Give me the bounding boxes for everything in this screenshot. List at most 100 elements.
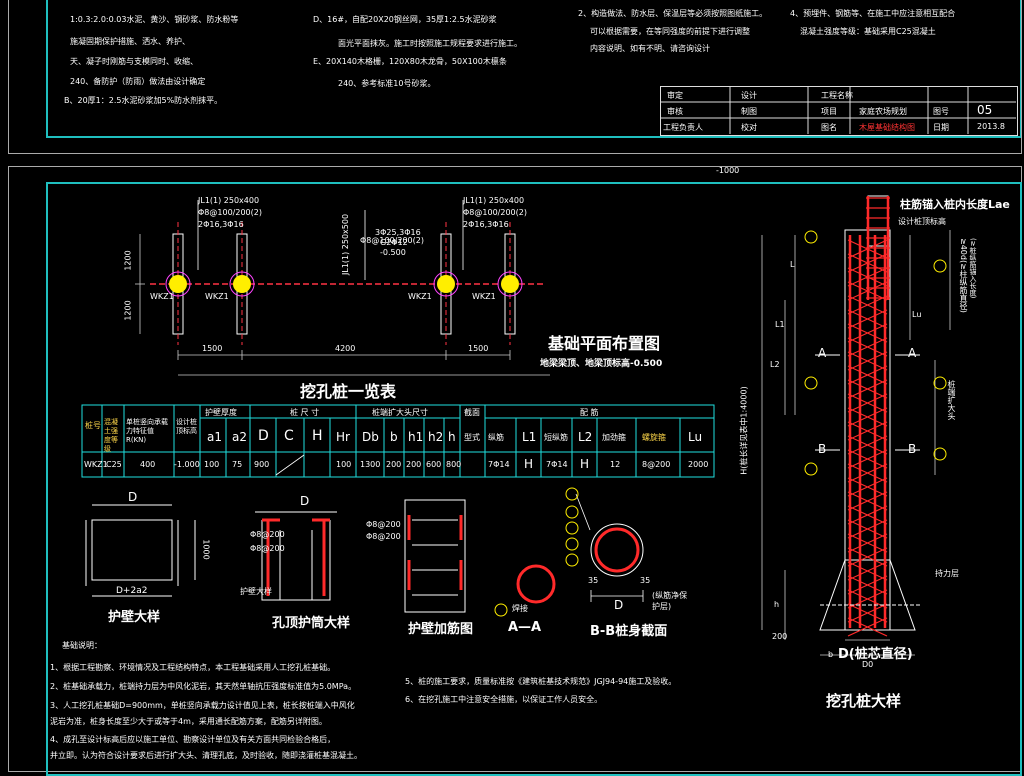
pile-bottom-label: D(桩芯直径) [838,647,913,662]
hubi-title: 护壁大样 [108,610,161,625]
pile-side-dim: L2 [770,360,780,369]
note-line: 3、人工挖孔桩基础D=900mm，单桩竖向承载力设计值见上表，桩长按桩端入中风化 [50,701,355,710]
pile-detail-title: 挖孔桩大样 [826,692,902,710]
jiajin-title: 护壁加筋图 [408,622,474,637]
beam-label: JL1(1) 250x400 [463,196,525,205]
pile-side-dim: L1 [775,320,785,329]
spiral-stirrup [847,533,888,553]
table-cell: 1300 [360,460,381,469]
top-col3-line: 内容说明、如有不明、请咨询设计 [590,44,710,53]
jiajin-rebar [407,515,463,590]
beam-mid-label: -0.500 [380,248,406,257]
spiral-stirrup [847,239,888,259]
beam-mid-label: JL1(1) 250x500 [341,213,350,275]
spiral-stirrup [847,561,888,581]
table-header: 设计桩顶标高 [176,418,197,435]
pile-marker [169,275,187,293]
plan-dim: 1500 [468,344,489,353]
table-cell: 100 [204,460,220,469]
pile-length-dim: H(桩长详见表中1:4000) [739,386,749,475]
spiral-stirrup [847,407,888,427]
tb-cell: 日期 [933,123,949,132]
pile-side-dim: Lu [912,310,922,319]
table-header: a2 [232,430,247,444]
table-cell: C25 [106,460,122,469]
spiral-stirrups [847,197,890,637]
table-header: H [312,428,323,444]
note-line: 4、成孔至设计标高后应以施工单位、勘察设计单位及有关方面共同检验合格后， [50,735,336,744]
plan-piles [165,271,523,297]
spiral-stirrup [847,505,888,525]
table-cell: 600 [426,460,442,469]
beam-mid-label: 3Φ25,3Φ16 [375,228,421,237]
tb-cell: 图名 [821,123,837,132]
spiral-stirrup [847,603,888,623]
pile-bottom-label: D0 [862,660,874,669]
kongding-rebar [262,518,330,596]
pile-top-dim: -1000 [716,166,740,175]
top-col4-line: 4、预埋件、钢筋等、在施工中应注意相互配合 [790,9,956,18]
table-header: 桩号 [85,421,101,430]
table-cell: 200 [406,460,422,469]
tb-cell: 工程名称 [821,91,853,100]
hubi-dim: D+2a2 [116,586,148,596]
tb-cell: 项目 [821,107,837,116]
spiral-stirrup [847,337,888,357]
pile-right-label: (≥桩纵筋锚入长度) [969,238,977,299]
spiral-stirrup [847,393,888,413]
plan-title: 基础平面布置图 [548,334,661,353]
bb-outer [590,523,644,577]
top-col2-line: 240、参考标准10号砂浆。 [338,79,436,88]
top-col2-line: 面光平面抹灰。施工时按照施工规程要求进行施工。 [338,39,522,48]
tb-cell: 制图 [741,107,757,116]
aa-mark [494,603,508,617]
pile-circle-marks [804,230,947,476]
pile-bottom-label: 200 [772,632,788,641]
table-header: 单桩竖向承载力特征值R(KN) [126,418,168,444]
notes-header: 基础说明： [62,641,102,650]
table-cell: 2000 [688,460,709,469]
bb-marks [565,487,579,567]
hubi-detail [85,504,196,597]
tb-cell: 审核 [667,107,683,116]
table-header: 型式 [464,433,480,442]
table-cell: H [524,457,534,471]
table-group-header: 截面 [464,408,480,417]
tb-cell: 图号 [933,107,949,116]
table-header: 短纵筋 [544,433,568,442]
note-line: 1、根据工程勘察、环境情况及工程结构特点，本工程基础采用人工挖孔桩基础。 [50,663,336,672]
table-header: a1 [207,430,222,444]
drawing-number: 05 [977,103,993,117]
beam-label: Φ8@100/200(2) [198,208,262,217]
table-header: Db [362,430,379,444]
pile-bottom-label: h [774,600,780,609]
spiral-stirrup [847,463,888,483]
spiral-stirrup [847,365,888,385]
pile-label: WKZ1 [408,292,432,301]
kongding-detail [255,511,337,601]
table-header: L2 [578,430,593,444]
section-mark: B [818,442,827,456]
note-line: 6、在挖孔施工中注意安全措施，以保证工作人员安全。 [405,695,603,704]
table-header: 纵筋 [488,433,504,442]
aa-section-ring [516,564,556,604]
title-block-grid [660,86,1016,134]
bb-label: (纵筋净保护层) [652,591,688,611]
table-title: 挖孔桩一览表 [300,382,397,401]
spiral-stirrup [847,491,888,511]
drawing-name: 木屋基础结构图 [859,123,915,132]
spiral-stirrup [847,253,888,273]
beam-label: JL1(1) 250x400 [198,196,260,205]
table-header: Hr [336,430,350,444]
table-header: b [390,430,398,444]
spiral-stirrup [847,477,888,497]
beam-label: 2Φ16,3Φ16 [198,220,244,229]
top-col2-line: D、16#，自配20X20钢丝网，35厚1:2.5水泥砂浆 [313,15,497,24]
kongding-label: D [300,494,310,508]
spiral-stirrup [847,519,888,539]
plan-axes [177,222,511,345]
bb-dims [575,493,644,602]
jiajin-detail [404,499,466,613]
plan-dims [135,234,550,376]
spiral-stirrup [847,435,888,455]
